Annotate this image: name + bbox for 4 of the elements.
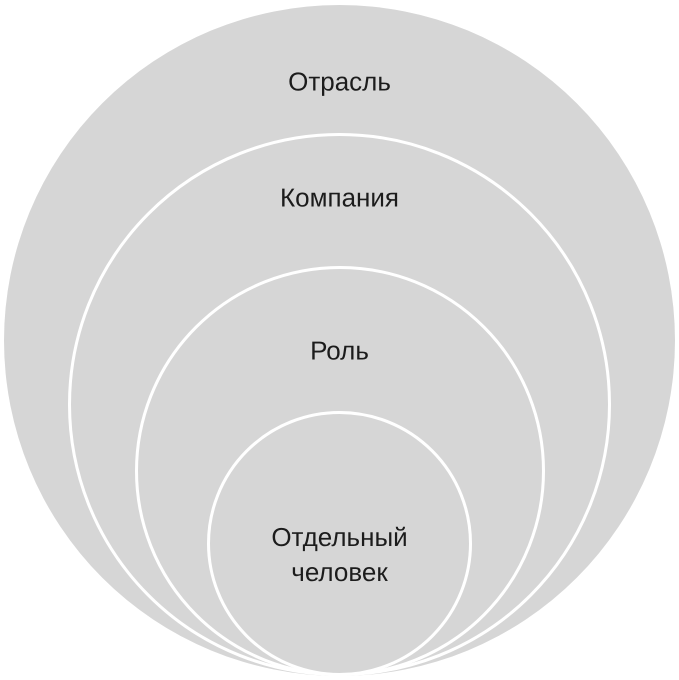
circle-label: Отрасль	[288, 66, 391, 98]
circle-label: Отдельный человек	[271, 521, 408, 589]
circle-label: Роль	[310, 334, 369, 368]
circle-label: Компания	[280, 182, 399, 214]
